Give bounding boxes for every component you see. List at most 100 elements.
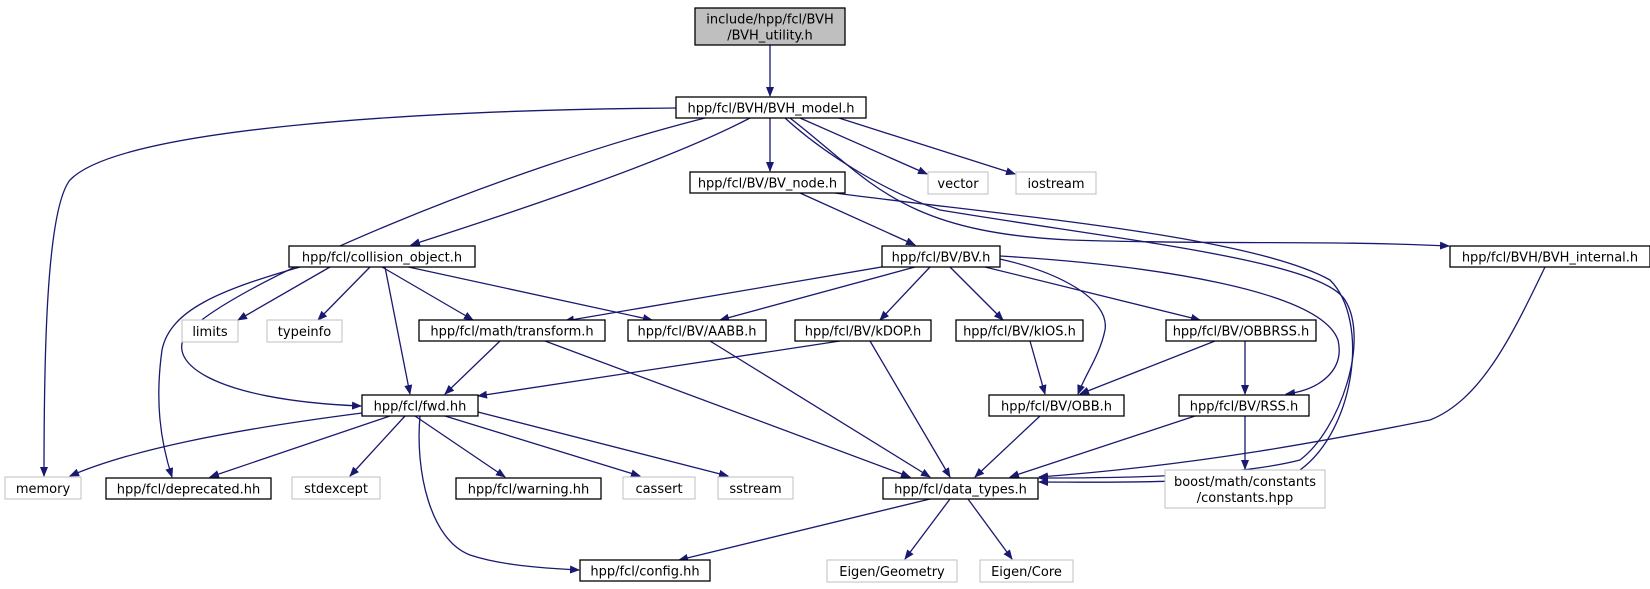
node-label-obb: hpp/fcl/BV/OBB.h xyxy=(1001,400,1112,415)
node-label-kios: hpp/fcl/BV/kIOS.h xyxy=(963,325,1076,340)
edge-obbrss-to-obb xyxy=(1079,340,1216,395)
node-label-eigen_geometry: Eigen/Geometry xyxy=(839,565,945,580)
edge-bv-to-kios xyxy=(949,266,1004,321)
node-box-vector xyxy=(927,171,989,195)
node-transform[interactable]: hpp/fcl/math/transform.h xyxy=(418,319,606,342)
node-label-rss: hpp/fcl/BV/RSS.h xyxy=(1190,400,1299,415)
edge-fwd-to-stdexcept xyxy=(349,415,406,477)
node-box-eigen_core xyxy=(979,559,1074,583)
node-box-deprecated xyxy=(105,477,272,500)
edge-data_types-to-eigen_geometry xyxy=(904,498,951,560)
node-box-aabb xyxy=(627,319,767,342)
edge-bv-to-transform xyxy=(564,262,906,324)
node-label-bv: hpp/fcl/BV/BV.h xyxy=(892,251,991,266)
node-obbrss[interactable]: hpp/fcl/BV/OBBRSS.h xyxy=(1165,319,1317,342)
node-label-deprecated: hpp/fcl/deprecated.hh xyxy=(117,483,260,498)
edge-bvh_model-to-collision_object xyxy=(410,117,751,247)
node-label-memory: memory xyxy=(16,482,71,497)
edge-rss-to-data_types xyxy=(1009,415,1196,478)
edge-bvh_model-to-fwd xyxy=(181,117,706,410)
node-bvh_model[interactable]: hpp/fcl/BVH/BVH_model.h xyxy=(675,96,867,119)
node-config[interactable]: hpp/fcl/config.hh xyxy=(579,559,711,582)
edge-fwd-to-config xyxy=(418,415,580,574)
node-label-stdexcept: stdexcept xyxy=(304,482,368,497)
node-label-typeinfo: typeinfo xyxy=(278,325,331,340)
node-box-boost_constants xyxy=(1164,469,1326,509)
node-warning[interactable]: hpp/fcl/warning.hh xyxy=(455,477,602,500)
node-bv_node[interactable]: hpp/fcl/BV/BV_node.h xyxy=(689,171,846,194)
edge-fwd-to-memory xyxy=(69,412,363,477)
edge-bv-to-rss xyxy=(999,255,1340,397)
node-rss[interactable]: hpp/fcl/BV/RSS.h xyxy=(1178,394,1310,417)
node-kdop[interactable]: hpp/fcl/BV/kDOP.h xyxy=(794,319,932,342)
edge-collision_object-to-typeinfo xyxy=(317,266,371,321)
node-eigen_core: Eigen/Core xyxy=(979,559,1074,583)
nodes-layer: include/hpp/fcl/BVH/BVH_utility.h hpp/fcl… xyxy=(4,7,1650,583)
edge-kdop-to-data_types xyxy=(869,340,951,478)
node-box-iostream xyxy=(1015,171,1097,195)
node-root[interactable]: include/hpp/fcl/BVH/BVH_utility.h xyxy=(694,7,846,46)
node-aabb[interactable]: hpp/fcl/BV/AABB.h xyxy=(627,319,767,342)
node-vector: vector xyxy=(927,171,989,195)
node-bv[interactable]: hpp/fcl/BV/BV.h xyxy=(881,245,1001,268)
edge-fwd-to-cassert xyxy=(444,415,641,478)
node-iostream: iostream xyxy=(1015,171,1097,195)
edge-transform-to-data_types xyxy=(544,340,911,478)
node-memory: memory xyxy=(4,476,82,500)
node-box-bvh_model xyxy=(675,96,867,119)
node-label-root-line2: /BVH_utility.h xyxy=(727,29,813,44)
node-cassert: cassert xyxy=(622,476,696,500)
edge-fwd-to-sstream xyxy=(469,409,729,478)
node-box-data_types xyxy=(882,477,1039,500)
node-label-boost_constants-line2: /constants.hpp xyxy=(1197,491,1294,506)
node-kios[interactable]: hpp/fcl/BV/kIOS.h xyxy=(955,319,1084,342)
node-label-kdop: hpp/fcl/BV/kDOP.h xyxy=(805,325,922,340)
edge-data_types-to-config xyxy=(678,498,931,562)
node-box-bv xyxy=(881,245,1001,268)
edge-bvh_model-to-vector xyxy=(799,117,928,175)
edge-fwd-to-deprecated xyxy=(209,415,391,478)
edge-collision_object-to-limits xyxy=(237,266,331,321)
edge-aabb-to-data_types xyxy=(709,340,931,478)
edge-collision_object-to-transform xyxy=(381,266,474,321)
node-fwd[interactable]: hpp/fcl/fwd.hh xyxy=(361,394,479,417)
node-box-collision_object xyxy=(288,245,476,268)
edge-bvh_model-to-iostream xyxy=(819,111,1016,176)
node-boost_constants: boost/math/constants/constants.hpp xyxy=(1164,469,1326,509)
edge-collision_object-to-aabb xyxy=(389,262,653,322)
node-label-warning: hpp/fcl/warning.hh xyxy=(468,483,590,498)
node-eigen_geometry: Eigen/Geometry xyxy=(826,559,958,583)
node-label-root-line1: include/hpp/fcl/BVH xyxy=(706,13,834,28)
edge-bvh_internal-to-data_types xyxy=(1038,266,1546,481)
node-obb[interactable]: hpp/fcl/BV/OBB.h xyxy=(988,394,1125,417)
node-limits: limits xyxy=(181,319,239,343)
node-box-bv_node xyxy=(689,171,846,194)
node-box-kios xyxy=(955,319,1084,342)
edge-bv-to-kdop xyxy=(879,266,931,321)
node-label-eigen_core: Eigen/Core xyxy=(991,565,1062,580)
node-label-collision_object: hpp/fcl/collision_object.h xyxy=(302,251,462,266)
node-label-limits: limits xyxy=(192,325,228,340)
edge-collision_object-to-fwd xyxy=(384,266,413,395)
node-typeinfo: typeinfo xyxy=(266,319,343,343)
node-box-limits xyxy=(181,319,239,343)
edge-kdop-to-fwd xyxy=(477,340,841,399)
node-deprecated[interactable]: hpp/fcl/deprecated.hh xyxy=(105,477,272,500)
node-box-fwd xyxy=(361,394,479,417)
node-data_types[interactable]: hpp/fcl/data_types.h xyxy=(882,477,1039,500)
edge-collision_object-to-deprecated xyxy=(158,266,301,478)
node-box-obb xyxy=(988,394,1125,417)
node-box-transform xyxy=(418,319,606,342)
node-box-kdop xyxy=(794,319,932,342)
node-box-obbrss xyxy=(1165,319,1317,342)
edges-layer xyxy=(40,45,1546,574)
node-collision_object[interactable]: hpp/fcl/collision_object.h xyxy=(288,245,476,268)
node-bvh_internal[interactable]: hpp/fcl/BVH/BVH_internal.h xyxy=(1449,245,1650,268)
edge-kios-to-obb xyxy=(1029,340,1047,395)
node-sstream: sstream xyxy=(717,476,794,500)
node-label-iostream: iostream xyxy=(1027,177,1084,192)
node-box-memory xyxy=(4,476,82,500)
node-label-obbrss: hpp/fcl/BV/OBBRSS.h xyxy=(1173,325,1310,340)
node-box-sstream xyxy=(717,476,794,500)
node-box-rss xyxy=(1178,394,1310,417)
